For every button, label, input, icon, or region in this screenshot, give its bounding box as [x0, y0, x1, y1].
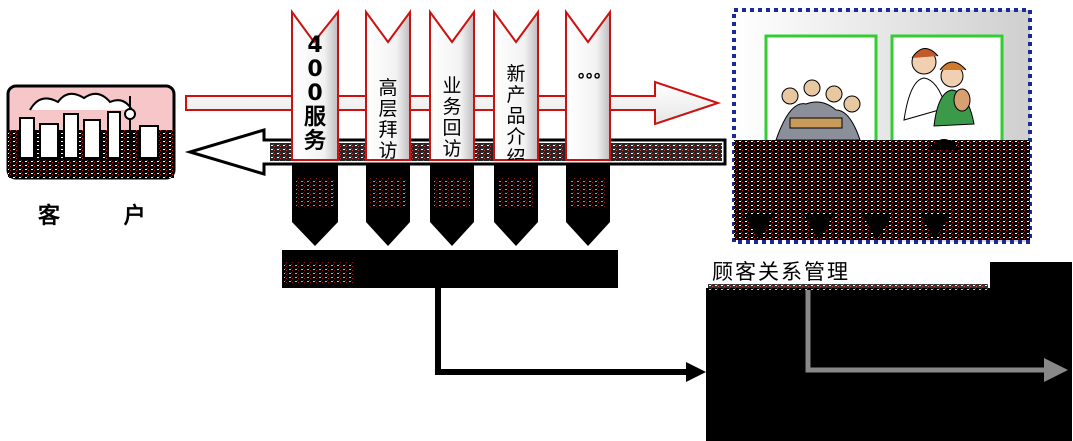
channel-label-more: 。。。	[578, 62, 611, 81]
crm-title: 顾客关系管理	[712, 260, 850, 284]
chevron-executive	[365, 8, 411, 161]
chevron-sales	[429, 8, 475, 161]
chevron-hotline	[291, 8, 339, 161]
frame-tips	[744, 214, 950, 240]
connector-arrow	[435, 288, 688, 375]
customer-city-icon	[6, 84, 176, 180]
crm-output-arrow	[805, 290, 1068, 382]
chevron-product	[493, 8, 539, 161]
channel-label-hotline: 400服务	[303, 34, 326, 154]
crm-box	[706, 262, 1072, 441]
channel-label-sales: 业务回访	[442, 76, 462, 160]
channel-label-product: 新产品介绍	[506, 64, 526, 160]
staff-picture-frame	[732, 8, 1032, 244]
chevron-more	[565, 8, 611, 161]
customer-label: 客 户	[38, 204, 174, 229]
customer-service-icon	[903, 48, 975, 150]
channel-label-executive: 高层拜访	[378, 78, 398, 160]
business-meeting-icon	[775, 79, 861, 141]
channel-tips	[292, 164, 610, 246]
